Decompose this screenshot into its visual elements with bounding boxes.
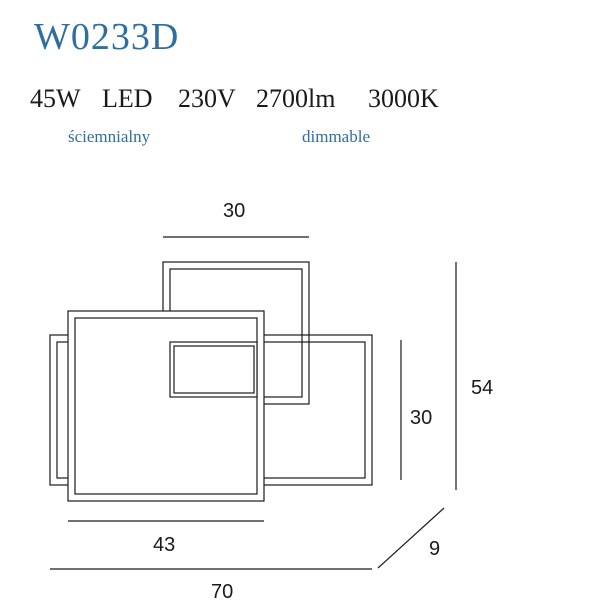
dim-label-depth: 9 xyxy=(429,538,440,560)
spec-type: LED xyxy=(102,84,153,113)
dimmable-label-english: dimmable xyxy=(302,127,370,146)
spec-power: 45W xyxy=(30,84,81,113)
dim-label-width-front: 43 xyxy=(153,534,175,556)
dim-line-depth xyxy=(377,507,445,569)
spec-lumen: 2700lm xyxy=(256,84,336,113)
dimmable-label-polish: ściemnialny xyxy=(68,127,151,146)
model-title: W0233D xyxy=(34,16,180,58)
spec-line: 45W LED 230V 2700lm 3000K xyxy=(30,86,439,112)
dim-label-height-total: 54 xyxy=(471,377,493,399)
dim-label-top-width: 30 xyxy=(223,200,245,222)
spec-color-temp: 3000K xyxy=(368,84,439,113)
dim-label-width-total: 70 xyxy=(211,581,233,600)
overlap-frame xyxy=(169,341,258,398)
spec-voltage: 230V xyxy=(178,84,236,113)
front-frame xyxy=(67,310,265,502)
dim-label-height-right: 30 xyxy=(410,407,432,429)
